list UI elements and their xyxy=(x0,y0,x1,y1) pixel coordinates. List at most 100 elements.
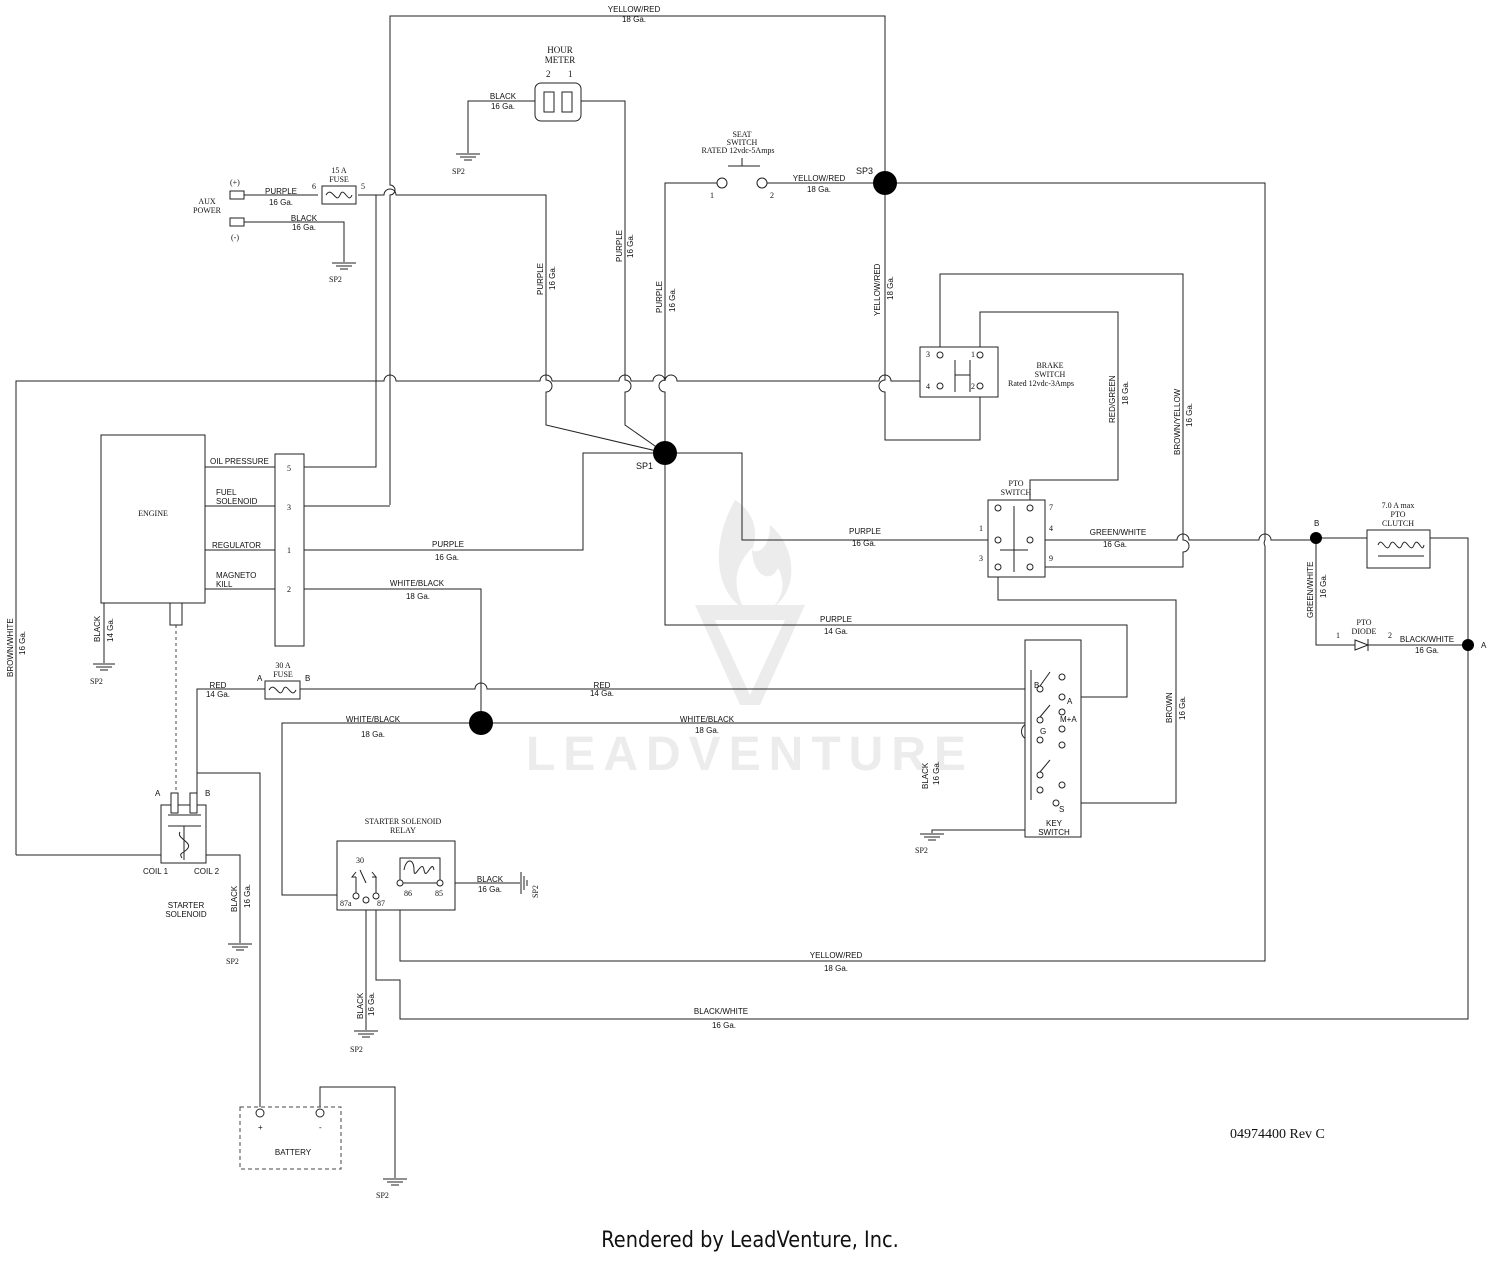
aux-minus: (-) xyxy=(231,233,239,242)
ground-label: SP2 xyxy=(226,957,239,966)
key-pin-b: B xyxy=(1034,681,1039,690)
wire-gauge: 18 Ga. xyxy=(807,185,831,194)
sp1-label: SP1 xyxy=(636,461,653,471)
wire-label: PURPLE xyxy=(820,615,852,624)
pto-diode-pin-2: 2 xyxy=(1388,631,1392,640)
ground-symbol-solenoid: SP2 xyxy=(226,943,252,966)
wire-gauge: 16 Ga. xyxy=(852,539,876,548)
wire-label: BLACK xyxy=(93,615,102,642)
key-pin-s: S xyxy=(1059,805,1064,814)
wire-gauge: 14 Ga. xyxy=(106,618,115,642)
engine-pin-1: 1 xyxy=(287,546,291,555)
solenoid-coil-1: COIL 1 xyxy=(143,867,169,876)
pto-diode-label-1: PTO xyxy=(1357,618,1372,627)
wires xyxy=(15,15,1469,1178)
wire-gauge: 16 Ga. xyxy=(243,884,252,908)
watermark-text: LEADVENTURE xyxy=(526,728,974,781)
wire-gauge: 16 Ga. xyxy=(712,1021,736,1030)
engine: ENGINE OIL PRESSURE FUEL SOLENOID REGULA… xyxy=(100,434,305,647)
ground-symbol-engine: SP2 xyxy=(90,663,115,686)
pto-diode-label-2: DIODE xyxy=(1352,627,1377,636)
pto-pin-1: 1 xyxy=(979,524,983,533)
wire-label: BLACK xyxy=(490,92,517,101)
fuse30-pin-a: A xyxy=(257,674,263,683)
hour-meter-label-2: METER xyxy=(545,55,576,65)
solenoid-pin-b: B xyxy=(205,789,210,798)
fuse15-pin-6: 6 xyxy=(312,182,316,191)
wire-label: BLACK xyxy=(477,875,504,884)
ground-label: SP2 xyxy=(376,1191,389,1200)
wire-gauge: 18 Ga. xyxy=(1121,381,1130,405)
footer-credit: Rendered by LeadVenture, Inc. xyxy=(601,1228,899,1253)
pto-diode: PTO DIODE 1 2 xyxy=(1336,618,1392,651)
engine-fuel-label-1: FUEL xyxy=(216,488,237,497)
key-pin-a: A xyxy=(1067,697,1073,706)
ground-label: SP2 xyxy=(329,275,342,284)
wire-gauge: 16 Ga. xyxy=(478,885,502,894)
starter-solenoid: A B COIL 1 COIL 2 STARTER SOLENOID xyxy=(143,789,220,919)
ground-label: SP2 xyxy=(915,846,928,855)
wire-gauge: 14 Ga. xyxy=(824,627,848,636)
wire-gauge: 16 Ga. xyxy=(1178,696,1187,720)
wire-label: BLACK xyxy=(291,214,318,223)
brake-pin-3: 3 xyxy=(926,350,930,359)
battery: + - BATTERY xyxy=(239,1106,342,1170)
seat-switch-label-1: SEAT xyxy=(732,130,751,139)
brake-pin-4: 4 xyxy=(926,382,930,391)
wire-gauge: 16 Ga. xyxy=(932,761,941,785)
pto-pin-9: 9 xyxy=(1049,554,1053,563)
brake-label-3: Rated 12vdc-3Amps xyxy=(1008,379,1074,388)
pto-clutch: 7.0 A max PTO CLUTCH xyxy=(1366,501,1431,569)
ground-symbol-relay-87a: SP2 xyxy=(350,1030,378,1054)
watermark-logo: LEADVENTURE xyxy=(526,500,974,781)
battery-minus: - xyxy=(319,1123,322,1132)
splice-center xyxy=(469,711,493,735)
splice-sp3 xyxy=(873,171,897,195)
hour-meter-label-1: HOUR xyxy=(547,45,573,55)
seat-switch-pin-2: 2 xyxy=(770,191,774,200)
aux-label-2: POWER xyxy=(193,206,222,215)
relay-label-1: STARTER SOLENOID xyxy=(365,817,442,826)
wire-label: PURPLE xyxy=(615,230,624,262)
grounds: SP2 SP2 SP2 SP2 SP2 SP2 SP2 SP2 xyxy=(90,153,944,1200)
fuse15-label-2: FUSE xyxy=(329,175,349,184)
ground-symbol-battery: SP2 xyxy=(376,1178,407,1200)
wire-label: BLACK/WHITE xyxy=(694,1007,748,1016)
ground-label: SP2 xyxy=(350,1045,363,1054)
wire-gauge: 16 Ga. xyxy=(1415,646,1439,655)
wire-labels: YELLOW/RED 18 Ga. PURPLE 16 Ga. BLACK 16… xyxy=(6,5,1454,1030)
wire-label: YELLOW/RED xyxy=(810,951,863,960)
key-switch-label-2: SWITCH xyxy=(1038,828,1070,837)
wire-label: PURPLE xyxy=(432,540,464,549)
wire-gauge: 16 Ga. xyxy=(367,992,376,1016)
ground-symbol-aux: SP2 xyxy=(329,262,356,284)
pto-pin-7: 7 xyxy=(1049,503,1053,512)
battery-plus: + xyxy=(258,1123,263,1132)
wire-label: BROWN xyxy=(1165,692,1174,723)
brake-pin-2: 2 xyxy=(971,382,975,391)
wire-label: BLACK xyxy=(356,992,365,1019)
wire-gauge: 18 Ga. xyxy=(886,276,895,300)
wire-label: RED xyxy=(594,681,611,690)
splice-b xyxy=(1310,532,1322,544)
brake-label-2: SWITCH xyxy=(1035,370,1066,379)
hour-meter: HOUR METER 2 1 xyxy=(534,45,582,122)
wire-gauge: 16 Ga. xyxy=(1103,540,1127,549)
splice-a-label: A xyxy=(1481,641,1487,650)
pto-pin-3: 3 xyxy=(979,554,983,563)
wire-gauge: 18 Ga. xyxy=(622,15,646,24)
brake-label-1: BRAKE xyxy=(1036,361,1063,370)
relay-pin-86: 86 xyxy=(404,889,412,898)
wire-gauge: 18 Ga. xyxy=(361,730,385,739)
splice-sp1 xyxy=(653,441,677,465)
engine-pin-5: 5 xyxy=(287,464,291,473)
wire-gauge: 16 Ga. xyxy=(548,266,557,290)
solenoid-label-2: SOLENOID xyxy=(165,910,207,919)
wire-label: PURPLE xyxy=(265,187,297,196)
wire-gauge: 16 Ga. xyxy=(18,631,27,655)
wire-label: RED xyxy=(210,681,227,690)
wire-gauge: 16 Ga. xyxy=(269,198,293,207)
wire-label: PURPLE xyxy=(849,527,881,536)
solenoid-label-1: STARTER xyxy=(168,901,205,910)
